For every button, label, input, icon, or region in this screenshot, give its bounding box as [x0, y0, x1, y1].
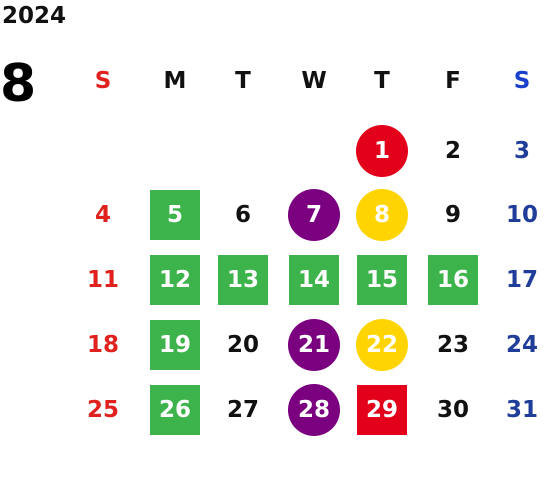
day-cell[interactable]: 17 — [505, 267, 538, 293]
day-cell-green-square[interactable]: 19 — [150, 320, 200, 370]
day-cell[interactable]: 25 — [86, 397, 119, 423]
week-row: 11 12 13 14 15 16 17 — [0, 253, 548, 307]
weekday-label: S — [513, 68, 531, 94]
day-cell-green-square[interactable]: 16 — [428, 255, 478, 305]
year-label: 2024 — [2, 3, 67, 29]
day-cell[interactable]: 10 — [505, 202, 538, 228]
weekday-label: F — [445, 68, 461, 94]
month-number: 8 — [0, 54, 37, 114]
day-cell[interactable]: 2 — [444, 138, 461, 164]
day-cell[interactable]: 3 — [513, 138, 530, 164]
day-cell-red-circle[interactable]: 1 — [356, 125, 408, 177]
week-row: 18 19 20 21 22 23 24 — [0, 318, 548, 372]
weekday-label: T — [374, 68, 390, 94]
day-cell-green-square[interactable]: 12 — [150, 255, 200, 305]
day-cell-purple-circle[interactable]: 7 — [288, 189, 340, 241]
empty-day-cell — [148, 124, 202, 178]
weekday-label: W — [301, 68, 327, 94]
week-row: 25 26 27 28 29 30 31 — [0, 383, 548, 437]
day-cell[interactable]: 18 — [86, 332, 119, 358]
weekday-label: M — [163, 68, 187, 94]
day-cell-yellow-circle[interactable]: 22 — [356, 319, 408, 371]
day-cell-green-square[interactable]: 5 — [150, 190, 200, 240]
day-cell[interactable]: 31 — [505, 397, 538, 423]
weekday-label: T — [235, 68, 251, 94]
day-cell[interactable]: 30 — [436, 397, 469, 423]
day-cell-yellow-circle[interactable]: 8 — [356, 189, 408, 241]
day-cell-green-square[interactable]: 14 — [289, 255, 339, 305]
day-cell[interactable]: 9 — [444, 202, 461, 228]
day-cell[interactable]: 6 — [234, 202, 251, 228]
day-cell-green-square[interactable]: 13 — [218, 255, 268, 305]
day-cell[interactable]: 11 — [86, 267, 119, 293]
day-cell[interactable]: 4 — [94, 202, 111, 228]
day-cell-purple-circle[interactable]: 21 — [288, 319, 340, 371]
day-cell-green-square[interactable]: 26 — [150, 385, 200, 435]
day-cell[interactable]: 24 — [505, 332, 538, 358]
day-cell[interactable]: 23 — [436, 332, 469, 358]
weekday-label: S — [94, 68, 112, 94]
day-cell-green-square[interactable]: 15 — [357, 255, 407, 305]
day-cell-purple-circle[interactable]: 28 — [288, 384, 340, 436]
empty-day-cell — [287, 124, 341, 178]
empty-day-cell — [76, 124, 130, 178]
day-cell[interactable]: 20 — [226, 332, 259, 358]
week-row: 1 2 3 — [0, 124, 548, 178]
empty-day-cell — [216, 124, 270, 178]
day-cell-red-square[interactable]: 29 — [357, 385, 407, 435]
day-cell[interactable]: 27 — [226, 397, 259, 423]
